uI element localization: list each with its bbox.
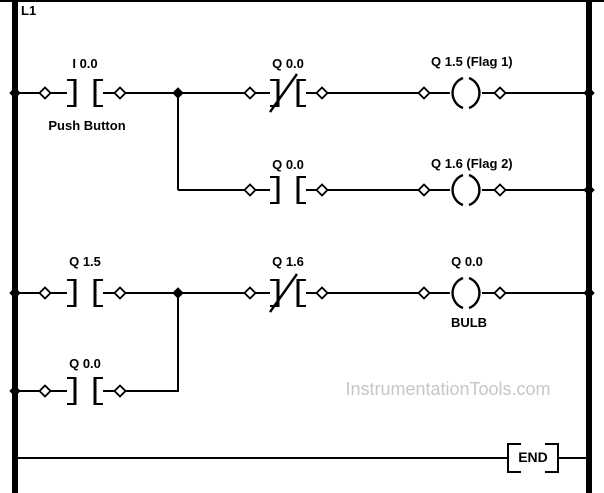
- rung1-coil-tag: Q 1.5 (Flag 1): [431, 54, 513, 69]
- no-contact-q00-branch: [270, 175, 306, 205]
- junction-dots: [9, 87, 595, 397]
- coil-q15-flag1: [451, 76, 481, 110]
- rung1-branch-coil-tag: Q 1.6 (Flag 2): [431, 156, 513, 171]
- no-contact-q15: [67, 278, 103, 308]
- power-rail-label: L1: [21, 3, 37, 18]
- nc-contact-q00: [269, 73, 306, 113]
- end-block-label: END: [518, 449, 548, 465]
- no-contact-q00-parallel: [67, 376, 103, 406]
- top-border-line: [0, 0, 604, 2]
- rung2-contact2-tag: Q 1.6: [272, 254, 304, 269]
- rung1-contact1-name: Push Button: [48, 118, 126, 133]
- rung2-coil-name: BULB: [450, 315, 488, 330]
- right-power-rail: [586, 0, 592, 493]
- rung1-contact1-tag: I 0.0: [72, 56, 98, 71]
- nc-contact-q16: [269, 273, 306, 313]
- no-contact-push-button: [67, 78, 103, 108]
- watermark: InstrumentationTools.com: [345, 379, 551, 399]
- rung1-branch-contact-tag: Q 0.0: [272, 157, 304, 172]
- rung2-coil-tag: Q 0.0: [451, 254, 483, 269]
- rung1-contact2-tag: Q 0.0: [272, 56, 304, 71]
- coil-q00-bulb: [451, 276, 481, 310]
- left-power-rail: [12, 0, 18, 493]
- rung2-contact1-tag: Q 1.5: [69, 254, 101, 269]
- connection-diamonds: [38, 86, 507, 398]
- coil-q16-flag2: [451, 173, 481, 207]
- rung1-branch-wires: [177, 93, 588, 191]
- rung2-branch-contact-tag: Q 0.0: [69, 356, 101, 371]
- end-block: [506, 442, 560, 474]
- rung2-branch-wires: [18, 293, 179, 392]
